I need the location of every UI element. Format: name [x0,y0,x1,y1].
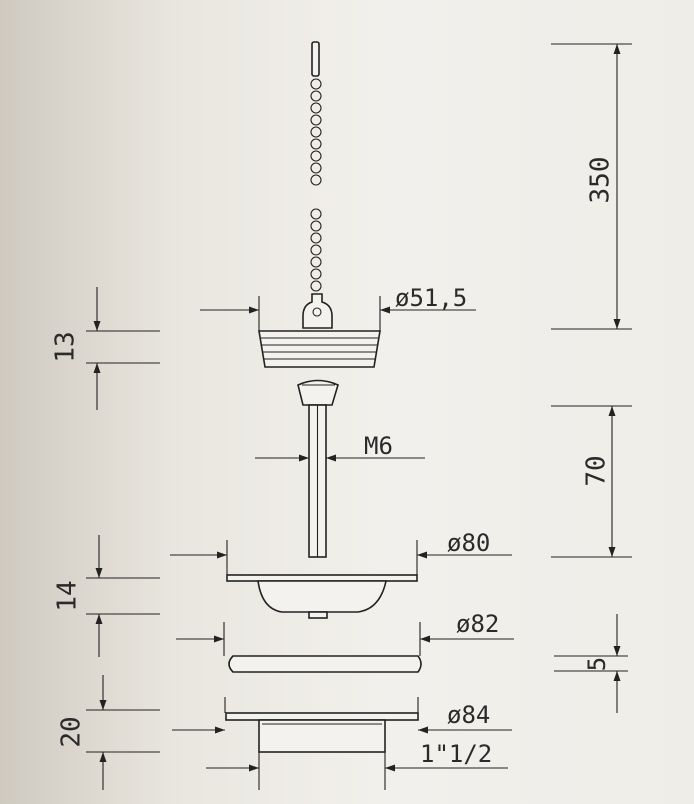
strainer-diameter-label: ø80 [447,529,490,557]
chain-bead [310,208,322,220]
dim-outlet-height: 20 [57,675,160,790]
strainer-height-label: 14 [53,580,83,611]
dim-plug-height: 13 [51,287,160,410]
outlet-body [225,712,419,753]
outlet-diameter-label: ø84 [447,701,490,729]
strainer [226,574,418,619]
gasket [228,655,422,673]
outlet-thread-label: 1"1/2 [420,740,492,768]
chain-bead [310,174,322,186]
dim-plug-diameter: ø51,5 [200,284,476,331]
gasket-thickness-label: 5 [583,657,611,671]
chain-bead [310,232,322,244]
chain-bead [310,244,322,256]
chain-bead [310,150,322,162]
chain-bead [310,138,322,150]
dim-chain-length: 350 [551,43,632,330]
chain-bead [310,220,322,232]
chain-bead [310,280,322,292]
chain-bead [310,102,322,114]
screw-length-label: 70 [582,455,612,486]
chain-bead [310,268,322,280]
chain-bead [310,114,322,126]
chain-bead [310,256,322,268]
gasket-diameter-label: ø82 [456,610,499,638]
outlet-height-label: 20 [57,716,87,747]
plug-height-label: 13 [51,331,81,362]
dim-strainer-height: 14 [53,535,160,657]
dim-outlet-thread: 1"1/2 [206,740,508,790]
plug [258,293,381,368]
plug-diameter-label: ø51,5 [395,284,467,312]
dim-gasket-thickness: 5 [554,614,628,713]
dim-screw-length: 70 [551,405,632,558]
chain-bead [310,90,322,102]
dim-gasket-diameter: ø82 [176,610,514,656]
dim-outlet-diameter: ø84 [172,697,512,734]
screw-thread-label: M6 [364,432,393,460]
chain-bead [310,126,322,138]
chain-length-label: 350 [586,157,616,204]
screw [297,379,339,558]
chain [310,41,322,292]
chain-bead [310,162,322,174]
dim-strainer-diameter: ø80 [170,529,512,575]
chain-bead [310,78,322,90]
dim-screw-thread: M6 [255,432,425,462]
